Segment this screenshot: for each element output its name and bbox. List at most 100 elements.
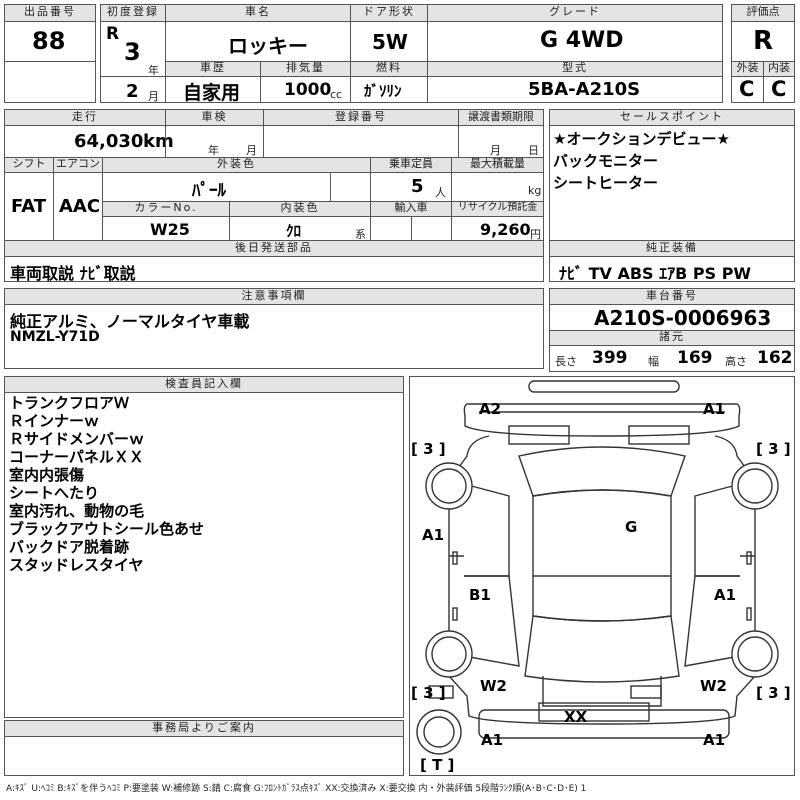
sales-label: セールスポイント (549, 109, 795, 126)
width: 169 (677, 348, 713, 368)
maxload-label: 最大積載量 (451, 157, 544, 173)
inspector-item: スタッドレスタイヤ (9, 556, 144, 574)
colorno: W25 (150, 220, 190, 239)
genuine-label: 純正装備 (549, 240, 795, 257)
recycle: 9,260 (480, 220, 531, 239)
mark-a1-front-right: A1 (703, 400, 726, 418)
grade-label: グレード (427, 4, 723, 22)
ext-color: ﾊﾟｰﾙ (192, 181, 226, 201)
interior-box (763, 76, 795, 103)
notes-line1: 純正アルミ、ノーマルタイヤ車載 (10, 312, 250, 331)
inspector-item: トランクフロアＷ (9, 394, 130, 412)
inspector-item: 室内汚れ、動物の毛 (9, 502, 145, 520)
length: 399 (592, 348, 628, 368)
exterior-label: 外装 (731, 61, 764, 77)
inspector-item: バックドア脱着跡 (9, 538, 130, 556)
dims-box (549, 345, 795, 372)
inspector-box (4, 392, 404, 718)
fuel: ｶﾞｿﾘﾝ (364, 82, 402, 100)
capacity-unit: 人 (435, 186, 446, 199)
mark-a2-front-left: A2 (479, 400, 502, 418)
year-unit: 年 (148, 64, 159, 77)
later-parts: 車両取説 ﾅﾋﾞ取説 (10, 264, 136, 283)
notes-line2: NMZL-Y71D (10, 329, 100, 345)
lot-no: 88 (32, 27, 66, 55)
mark-tire-front-right: [ 3 ] (756, 440, 791, 458)
inspector-item: ブラックアウトシール色あせ (9, 520, 205, 538)
door-label: ドア形状 (350, 4, 428, 22)
score-label: 評価点 (731, 4, 795, 22)
chassis: A210S-0006963 (594, 306, 772, 330)
inspector-item: 室内内張傷 (9, 466, 85, 484)
colorno-label: カラーNo. (102, 201, 230, 217)
regno-label: 登録番号 (263, 109, 459, 126)
height-label: 高さ (725, 355, 747, 368)
mileage-label: 走行 (4, 109, 166, 126)
width-label: 幅 (648, 355, 659, 368)
mark-w2-left: W2 (480, 677, 507, 695)
mark-a1-rear-left: A1 (481, 731, 504, 749)
ac: AAC (59, 196, 101, 217)
mark-g-windshield: G (625, 518, 638, 536)
month-unit: 月 (148, 90, 159, 103)
ac-label: エアコン (53, 157, 103, 173)
inspector-label: 検査員記入欄 (4, 376, 404, 393)
mark-xx: XX (564, 708, 588, 726)
genuine: ﾅﾋﾞ TV ABS ｴｱB PS PW (559, 264, 752, 283)
office-label: 事務局よりご案内 (4, 720, 404, 737)
score: R (753, 26, 774, 56)
notes-box (4, 304, 544, 369)
era: R (106, 24, 120, 44)
model: 5BA-A210S (528, 79, 641, 100)
inspector-item: シートへたり (9, 484, 100, 502)
length-label: 長さ (555, 355, 577, 368)
car-diagram (416, 380, 779, 755)
transfer-label: 譲渡書類期限 (458, 109, 544, 126)
lot-no-label: 出品番号 (4, 4, 96, 22)
transfer-month: 月 (490, 144, 501, 157)
chassis-label: 車台番号 (549, 288, 795, 305)
transfer-day: 日 (528, 144, 539, 157)
capacity-label: 乗車定員 (370, 157, 452, 173)
door: 5W (372, 30, 408, 54)
genuine-box (549, 256, 795, 282)
recycle-label: リサイクル預託金 (451, 201, 544, 217)
inspection-month: 月 (246, 144, 257, 157)
legend: A:ｷｽﾞ U:ﾍｺﾐ B:ｷｽﾞを伴うﾍｺﾐ P:要塗装 W:補修跡 S:錆 … (6, 784, 587, 794)
import-label: 輸入車 (370, 201, 452, 217)
interior-label: 内装 (763, 61, 795, 77)
inspector-item: Ｒインナーｗ (9, 412, 100, 430)
shift-label: シフト (4, 157, 54, 173)
int-color: ｸﾛ (286, 222, 302, 240)
displacement: 1000 (284, 80, 332, 100)
fuel-label: 燃料 (350, 61, 428, 77)
maxload-unit: kg (528, 184, 542, 197)
int-color-unit: 系 (355, 228, 366, 241)
shift: FAT (11, 196, 47, 217)
mark-a1-right: A1 (714, 586, 737, 604)
displacement-unit: cc (330, 88, 343, 101)
mark-tire-rear-right: [ 3 ] (756, 684, 791, 702)
mark-spare-tire: [ T ] (420, 756, 455, 774)
sales-item: ★オークションデビュー★ (553, 130, 730, 148)
later-parts-label: 後日発送部品 (4, 240, 544, 257)
mark-a1-left: A1 (422, 526, 445, 544)
mark-b1: B1 (469, 586, 491, 604)
mark-w2-right: W2 (700, 677, 727, 695)
month-num: 2 (126, 81, 139, 102)
car-name-label: 車名 (165, 4, 351, 22)
office-box (4, 736, 404, 776)
lot-no-sub (4, 61, 96, 103)
interior: C (771, 77, 787, 101)
int-color-label: 内装色 (229, 201, 371, 217)
ext-color-label: 外装色 (102, 157, 371, 173)
inspector-item: Ｒサイドメンバーｗ (9, 430, 145, 448)
mark-a1-rear-right: A1 (703, 731, 726, 749)
later-parts-box (4, 256, 544, 282)
sales-item: バックモニター (553, 152, 659, 170)
dims-label: 諸元 (549, 330, 795, 346)
car-diagram-frame (409, 376, 795, 776)
mark-tire-rear-left: [ 3 ] (411, 684, 446, 702)
grade: G 4WD (540, 28, 624, 53)
model-label: 型式 (427, 61, 723, 77)
